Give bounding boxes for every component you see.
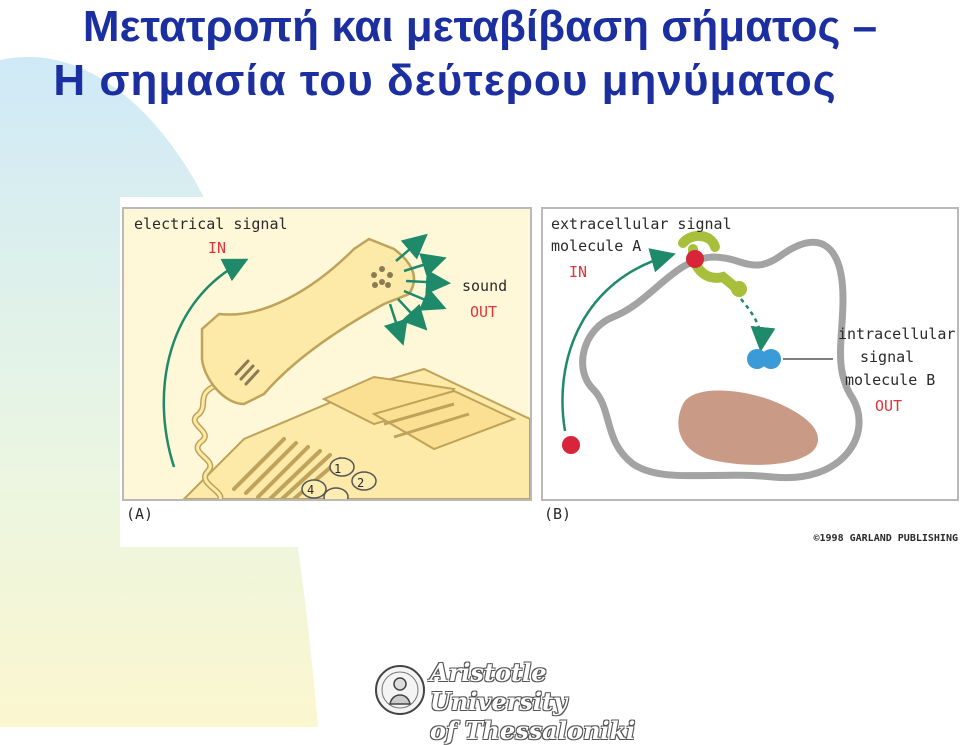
university-name: Aristotle University of Thessaloniki [430,658,674,745]
molecule-a-label: molecule A [551,237,642,255]
slide-title: Μετατροπή και μεταβίβαση σήματος – Η σημ… [0,0,960,108]
panel-a-telephone: electrical signal IN sound OUT 1 2 4 [122,207,532,501]
key-1: 1 [334,462,342,476]
electrical-signal-label: electrical signal [134,215,288,233]
panel-a-out-label: OUT [470,303,498,321]
caption-b: (B) [544,505,572,523]
sound-label: sound [462,277,508,295]
caption-a: (A) [126,505,154,523]
signal-label: signal [860,348,915,366]
university-seal-icon [375,665,425,715]
panel-b-in-label: IN [569,263,588,281]
university-logo: Aristotle University of Thessaloniki [374,658,674,745]
title-line-1: Μετατροπή και μεταβίβαση σήματος – [82,2,878,51]
signal-transduction-figure: electrical signal IN sound OUT 1 2 4 [120,197,960,547]
copyright-notice: ©1998 GARLAND PUBLISHING [813,533,959,544]
extracellular-signal-label: extracellular signal [551,215,732,233]
key-4: 4 [307,483,315,497]
cell-illustration [561,231,863,482]
panel-a-in-label: IN [208,239,227,257]
university-name-line-1: Aristotle University [430,658,568,716]
intracellular-label: intracellular [838,325,956,343]
telephone-illustration [162,233,530,499]
panel-b-out-label: OUT [875,397,903,415]
university-name-line-2: of Thessaloniki [430,716,636,745]
title-line-2: Η σημασία του δεύτερου μηνύματος [53,56,837,105]
molecule-b-label: molecule B [845,371,936,389]
key-2: 2 [357,476,365,490]
panel-b-cell: extracellular signal molecule A IN intra… [541,207,959,501]
